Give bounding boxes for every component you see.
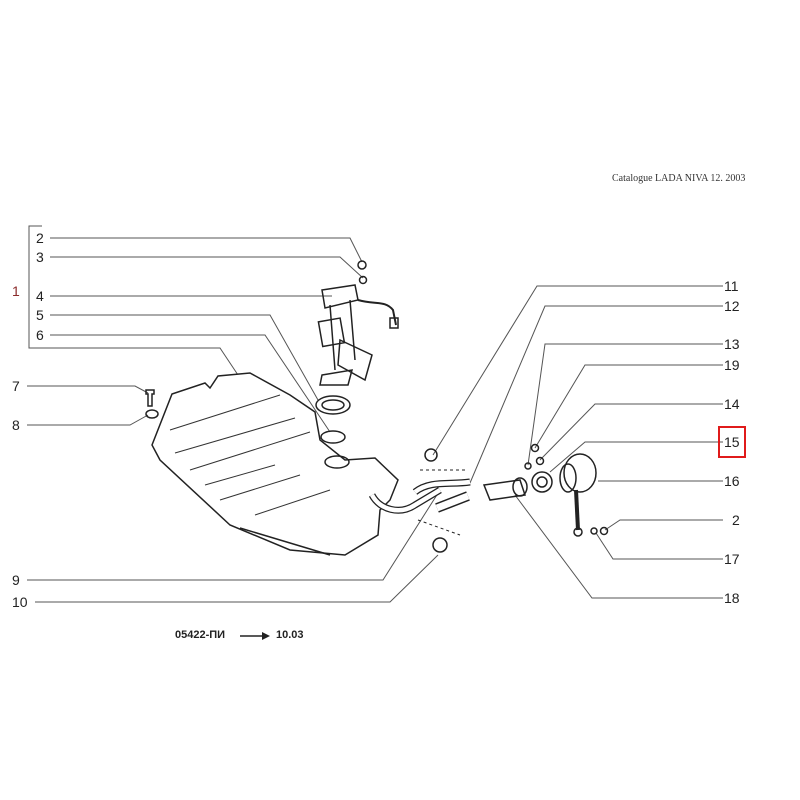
- callout-12: 12: [724, 298, 740, 314]
- group-bracket: [28, 225, 239, 376]
- washer-17: [590, 527, 598, 535]
- callout-9: 9: [12, 572, 20, 588]
- assembly-dashed-arrows: [417, 469, 468, 536]
- leader-5: [50, 314, 319, 401]
- leader-3: [50, 256, 364, 279]
- callout-7: 7: [12, 378, 20, 394]
- filler-neck-18: [482, 479, 526, 501]
- callout-17: 17: [724, 551, 740, 567]
- leader-9: [27, 489, 441, 581]
- filler-cap-16-side: [559, 463, 577, 493]
- catalogue-header: Catalogue LADA NIVA 12. 2003: [612, 173, 746, 184]
- callout-18: 18: [724, 590, 740, 606]
- leader-6: [50, 334, 331, 433]
- nut-19: [530, 443, 540, 453]
- hose-10-inner: [435, 492, 470, 512]
- hose-9-inner: [370, 488, 442, 513]
- leader-15: [549, 441, 723, 473]
- callout-13: 13: [724, 336, 740, 352]
- callout-11: 11: [724, 278, 739, 294]
- leader-18: [514, 494, 723, 599]
- sealing-ring-inner: [321, 399, 345, 411]
- nut-14: [535, 456, 545, 466]
- tank-neck: [320, 430, 346, 444]
- callout-2: 2: [36, 230, 44, 246]
- bolt-7: [145, 389, 155, 407]
- fuel-pump-module: [317, 284, 399, 386]
- callout-14: 14: [724, 396, 740, 412]
- washer-13: [524, 462, 532, 470]
- footer-code: 05422-ПИ: [175, 629, 226, 641]
- leader-19: [534, 364, 723, 449]
- leader-14: [539, 403, 723, 461]
- grommet-15-inner: [536, 476, 548, 488]
- callout-2-right: 2: [732, 512, 740, 528]
- callout-16: 16: [724, 473, 740, 489]
- callout-3: 3: [36, 249, 44, 265]
- callout-1: 1: [12, 283, 20, 299]
- leader-2: [50, 237, 363, 263]
- clamp-11: [424, 448, 438, 462]
- leader-12: [469, 305, 723, 484]
- leader-8: [27, 414, 149, 426]
- callout-5: 5: [36, 307, 44, 323]
- leader-17: [595, 532, 723, 560]
- grommet-15: [531, 471, 553, 493]
- callout-10: 10: [12, 594, 28, 610]
- tank-opening: [324, 455, 350, 469]
- fuel-tank: [151, 372, 399, 556]
- clamp-10: [432, 537, 448, 553]
- callout-19: 19: [724, 357, 740, 373]
- hose-12-inner: [413, 479, 471, 494]
- filler-cap-16: [563, 453, 597, 493]
- callout-4: 4: [36, 288, 44, 304]
- sealing-ring: [315, 395, 351, 415]
- leader-11: [432, 285, 723, 456]
- callout-15-highlighted[interactable]: 15: [718, 426, 746, 458]
- nut-2: [357, 260, 367, 270]
- callout-6: 6: [36, 327, 44, 343]
- footer-date: 10.03: [276, 629, 304, 641]
- washer-3: [358, 275, 368, 285]
- callout-8: 8: [12, 417, 20, 433]
- filler-neck-opening: [512, 477, 528, 497]
- nut-2b: [599, 526, 609, 536]
- leader-13: [527, 343, 723, 466]
- tank-ribs: [169, 394, 331, 516]
- cap-strap-eye: [573, 527, 583, 537]
- leader-10: [35, 554, 439, 603]
- tank-bottom-edge: [239, 527, 331, 556]
- leader-2b: [604, 519, 723, 531]
- footer-arrow-icon: [240, 632, 270, 640]
- cap-strap: [574, 489, 580, 531]
- leader-7: [27, 385, 149, 394]
- washer-8: [145, 409, 159, 419]
